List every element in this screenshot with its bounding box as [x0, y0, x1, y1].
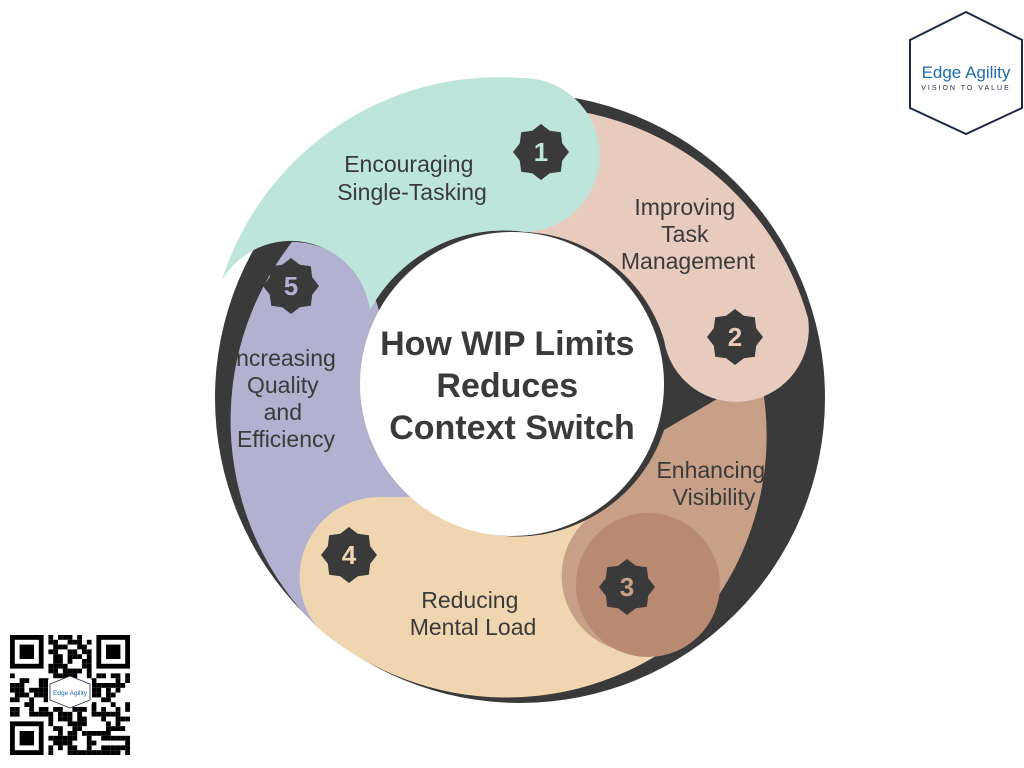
edge-agility-logo: Edge Agility VISION TO VALUE — [909, 10, 1023, 136]
center-circle — [360, 232, 664, 536]
badge-4-seal — [321, 527, 377, 583]
qr-center-logo-text: Edge Agility — [53, 690, 88, 697]
logo-tagline: VISION TO VALUE — [921, 85, 1011, 92]
badge-4-number: 4 — [342, 540, 357, 570]
segment-5-label: Increasing Quality and Efficiency — [230, 345, 343, 452]
badge-3-number: 3 — [620, 572, 634, 602]
badge-3-seal — [599, 559, 655, 615]
badge-5-number: 5 — [284, 271, 298, 301]
logo-hexagon-frame — [909, 10, 1023, 136]
segment-3-label: Enhancing Visibility — [656, 457, 771, 510]
center-title: How WIP Limits Reduces Context Switch — [380, 325, 644, 447]
badge-2-number: 2 — [728, 322, 742, 352]
badge-2-seal — [707, 309, 763, 365]
qr-center-logo-hexagon — [49, 675, 91, 709]
center-title-line-2: Reduces — [436, 367, 578, 405]
logo-wordmark: Edge Agility — [922, 63, 1011, 82]
badge-1-number: 1 — [534, 137, 548, 167]
center-title-line-3: Context Switch — [389, 409, 635, 447]
center-title-line-1: How WIP Limits — [380, 325, 634, 363]
qr-code: Edge Agility — [8, 633, 132, 757]
segment-1-label: Encouraging Single-Tasking — [337, 151, 487, 205]
segment-4-label: Reducing Mental Load — [410, 587, 537, 640]
badge-1-seal — [513, 124, 569, 180]
segment-2-label: Improving Task Management — [621, 194, 756, 274]
segment-1-shape — [222, 77, 600, 310]
badge-5-seal — [263, 258, 319, 314]
